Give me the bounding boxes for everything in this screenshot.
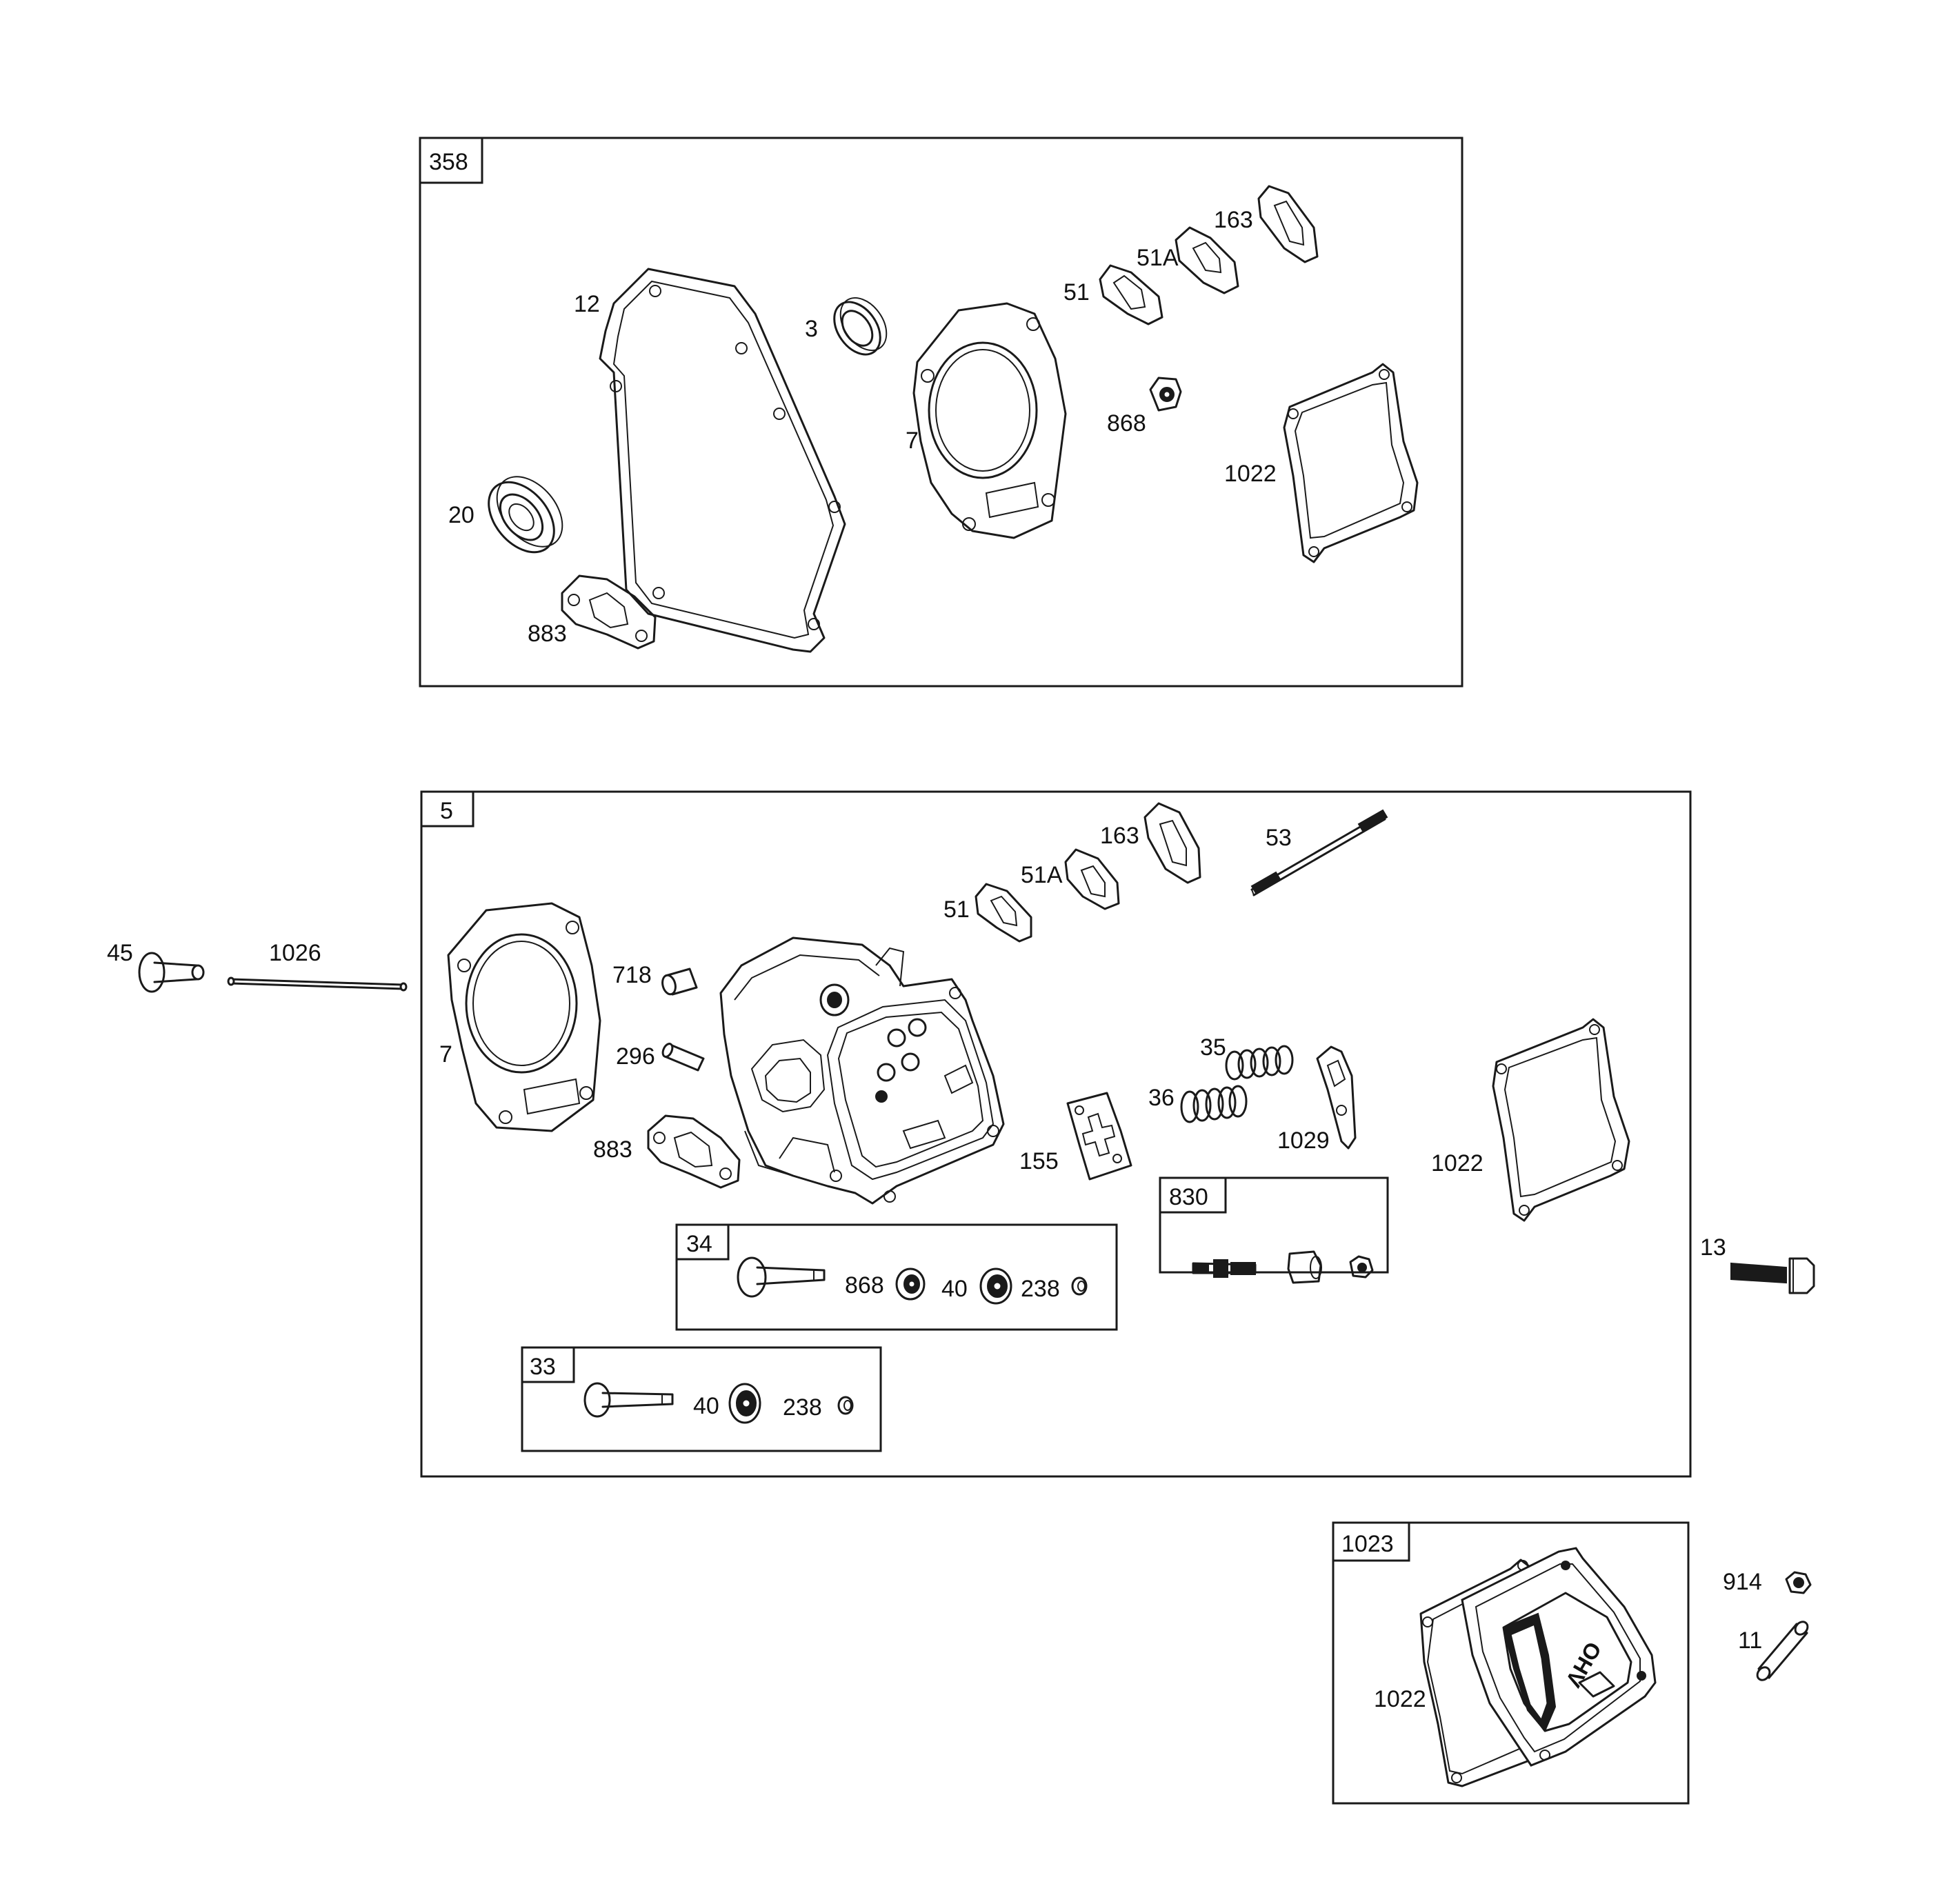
label-12: 12: [574, 291, 600, 317]
oil-seal-20-part: [488, 476, 563, 554]
rocker-arm-1029-part: [1316, 1045, 1357, 1150]
sleeve-11-part: [1756, 1621, 1809, 1681]
kit-34-tag: 34: [686, 1231, 712, 1257]
kit-33-tag: 33: [530, 1354, 556, 1380]
label-883: 883: [528, 621, 567, 647]
label-1022-b: 1022: [1431, 1150, 1484, 1176]
valve-seal-868-part: [1149, 377, 1182, 412]
label-238-b: 238: [783, 1394, 822, 1421]
label-13: 13: [1700, 1234, 1726, 1261]
breather-155-part: [1066, 1092, 1132, 1181]
rocker-stud-part: [1192, 1259, 1257, 1278]
label-20: 20: [448, 502, 474, 528]
kit-1023-tag: 1023: [1341, 1531, 1394, 1557]
push-rod-1026-part: [227, 976, 408, 992]
gasket-51-b-part: [975, 883, 1032, 943]
label-1029: 1029: [1277, 1128, 1330, 1154]
valve-keeper-238-part: [1071, 1276, 1088, 1296]
kit-5-frame: [420, 790, 1692, 1478]
label-155: 155: [1019, 1148, 1059, 1174]
kit-33-tag-box: [521, 1346, 575, 1383]
label-883-b: 883: [593, 1136, 632, 1163]
label-718: 718: [612, 962, 652, 988]
crankcase-gasket-part: [599, 268, 846, 653]
label-1022-c: 1022: [1374, 1686, 1426, 1712]
label-45: 45: [107, 940, 133, 966]
label-3: 3: [805, 316, 818, 342]
flange-nut-914-part: [1785, 1571, 1812, 1594]
kit-358-frame: [419, 137, 1464, 688]
spring-36-part: [1180, 1085, 1248, 1123]
kit-33-group: 33 40 238: [521, 1346, 882, 1452]
label-868-b: 868: [845, 1272, 884, 1299]
label-51-b: 51: [943, 896, 970, 923]
exhaust-valve-part: [737, 1256, 826, 1298]
tappet-45-part: [138, 952, 205, 993]
spring-retainer-40-b-part: [728, 1383, 761, 1424]
intake-gasket-883-part: [561, 574, 657, 650]
head-gasket-part: [912, 302, 1067, 539]
pin-296-part: [661, 1043, 705, 1072]
label-51A-b: 51A: [1021, 862, 1063, 888]
valve-cover-gasket-part: [1283, 363, 1419, 563]
kit-5-tag-box: [420, 790, 474, 828]
label-7-b: 7: [439, 1041, 452, 1068]
stud-53-part: [1250, 809, 1388, 896]
kit-830-group: 830: [1159, 1176, 1389, 1284]
intake-gasket-883-b-part: [647, 1114, 741, 1189]
label-868: 868: [1107, 410, 1146, 437]
spring-35-part: [1225, 1045, 1294, 1081]
label-51A: 51A: [1137, 245, 1179, 271]
label-163: 163: [1214, 207, 1253, 233]
dowel-718-part: [661, 968, 698, 996]
label-35: 35: [1200, 1034, 1226, 1061]
label-238: 238: [1021, 1276, 1060, 1302]
kit-358-tag: 358: [429, 149, 468, 175]
kit-5-tag: 5: [440, 798, 453, 824]
kit-5-group: 5 163 51A 51 53: [420, 790, 1692, 1478]
pivot-ball-part: [1287, 1250, 1322, 1284]
valve-cover-part: OHV: [1461, 1547, 1657, 1767]
label-40-b: 40: [693, 1393, 719, 1419]
valve-cover-gasket-b-part: [1492, 1018, 1630, 1222]
kit-830-tag: 830: [1169, 1184, 1208, 1210]
kit-34-frame: [675, 1223, 1118, 1331]
valve-seal-868-b-part: [895, 1267, 926, 1301]
gasket-163-part: [1257, 185, 1319, 263]
kit-1023-group: 1023 1022 OHV: [1332, 1521, 1690, 1805]
label-36: 36: [1148, 1085, 1175, 1111]
kit-34-group: 34 868 40 238: [675, 1223, 1118, 1331]
spring-retainer-40-part: [979, 1267, 1012, 1305]
label-1022: 1022: [1224, 461, 1277, 487]
adjusting-nut-part: [1349, 1255, 1374, 1279]
kit-33-frame: [521, 1346, 882, 1452]
head-bolt-13-part: [1730, 1257, 1815, 1294]
oil-seal-3-part: [833, 297, 888, 356]
label-7: 7: [906, 428, 919, 454]
gasket-51-part: [1099, 264, 1163, 325]
kit-1023-frame: [1332, 1521, 1690, 1805]
kit-34-tag-box: [675, 1223, 730, 1261]
kit-830-frame: [1159, 1176, 1389, 1274]
label-914: 914: [1723, 1569, 1762, 1595]
kit-358-group: 358 12 3: [419, 137, 1464, 688]
kit-1023-tag-box: [1332, 1521, 1410, 1562]
label-51: 51: [1063, 279, 1090, 305]
gasket-51A-part: [1175, 226, 1239, 294]
label-163-b: 163: [1100, 823, 1139, 849]
label-11: 11: [1738, 1627, 1762, 1654]
gasket-51A-b-part: [1064, 848, 1120, 910]
kit-358-tag-box: [419, 137, 483, 184]
intake-valve-part: [583, 1382, 674, 1418]
cylinder-head-part: [719, 936, 1005, 1205]
kit-830-tag-box: [1159, 1176, 1227, 1214]
label-53: 53: [1266, 825, 1292, 851]
valve-keeper-238-b-part: [837, 1396, 854, 1415]
head-gasket-b-part: [447, 902, 601, 1132]
label-40: 40: [941, 1276, 968, 1302]
label-1026: 1026: [269, 940, 321, 966]
gasket-163-b-part: [1143, 802, 1201, 884]
label-296: 296: [616, 1043, 655, 1070]
